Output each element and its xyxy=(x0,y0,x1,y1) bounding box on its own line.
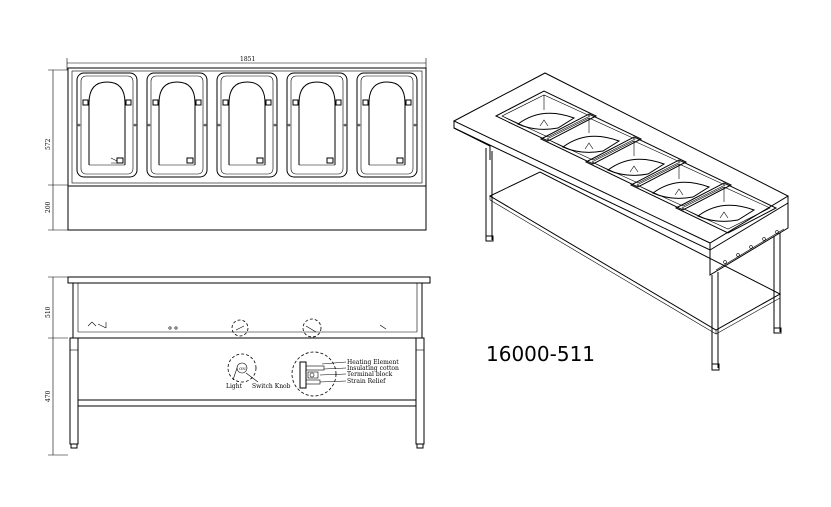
iso-top-surface xyxy=(452,72,790,244)
width-dimension: 1851 xyxy=(66,56,427,70)
component-label: Heating Element xyxy=(347,359,399,366)
iso-well xyxy=(539,113,643,165)
front-view: 510 470 xyxy=(45,276,431,456)
width-dimension-label: 1851 xyxy=(240,56,255,63)
shelf-dimension-label: 200 xyxy=(45,201,52,213)
top-frame xyxy=(67,67,427,187)
front-top-slab xyxy=(67,276,431,284)
front-body xyxy=(72,283,423,339)
top-well xyxy=(76,72,138,178)
switch-label: Switch Knob xyxy=(252,383,291,390)
depth-dimension-label: 572 xyxy=(45,138,52,150)
component-label: Strain Relief xyxy=(347,378,386,385)
iso-front-apron xyxy=(709,203,789,276)
svg-text:ON: ON xyxy=(239,366,246,371)
light-label: Light xyxy=(226,383,243,390)
top-well xyxy=(286,72,348,178)
front-dimensions: 510 470 xyxy=(45,276,68,456)
iso-lower-shelf xyxy=(488,171,782,331)
light-switch-detail: ON Light Switch Knob xyxy=(226,353,291,390)
model-number: 16000-511 xyxy=(486,342,595,366)
top-shelf xyxy=(67,185,427,231)
iso-well xyxy=(494,90,598,142)
iso-well xyxy=(629,159,733,211)
iso-well xyxy=(674,182,778,234)
top-view: 1851 572 200 xyxy=(45,56,427,231)
iso-knobs xyxy=(723,230,779,264)
component-label: Terminal block xyxy=(347,371,393,378)
front-lower-shelf xyxy=(77,399,417,407)
depth-dimension: 572 200 xyxy=(45,69,68,231)
iso-well xyxy=(584,136,688,188)
top-well xyxy=(356,72,418,178)
leg-height-label: 470 xyxy=(45,390,52,402)
isometric-view xyxy=(452,72,790,371)
top-well xyxy=(216,72,278,178)
front-legs xyxy=(69,337,425,449)
top-height-label: 510 xyxy=(45,306,52,318)
front-controls xyxy=(87,318,387,338)
top-well xyxy=(146,72,208,178)
component-label: Insulating cotton xyxy=(347,365,399,372)
